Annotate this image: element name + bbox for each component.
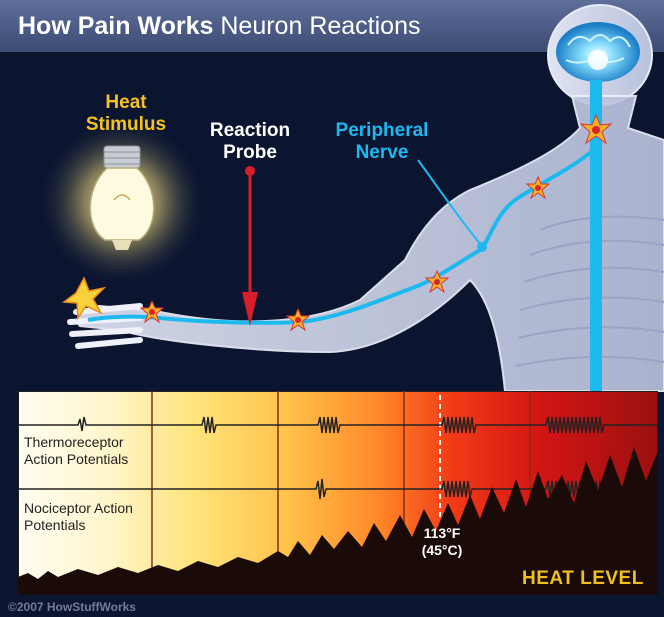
- heat-chart: [18, 391, 658, 595]
- heat-level-label: HEAT LEVEL: [522, 568, 644, 590]
- nociceptor-label: Nociceptor Action Potentials: [24, 500, 154, 534]
- reaction-probe-label: Reaction Probe: [190, 120, 310, 164]
- thermoreceptor-label: Thermoreceptor Action Potentials: [24, 434, 154, 468]
- copyright: ©2007 HowStuffWorks: [8, 600, 136, 614]
- reaction-probe-icon: [242, 166, 258, 326]
- brain-icon: [556, 22, 640, 82]
- threshold-temperature: 113°F (45°C): [410, 525, 474, 559]
- heat-stimulus-label: Heat Stimulus: [76, 92, 176, 136]
- peripheral-nerve-label: Peripheral Nerve: [327, 120, 437, 164]
- nerve-pointer-dot: [477, 242, 487, 252]
